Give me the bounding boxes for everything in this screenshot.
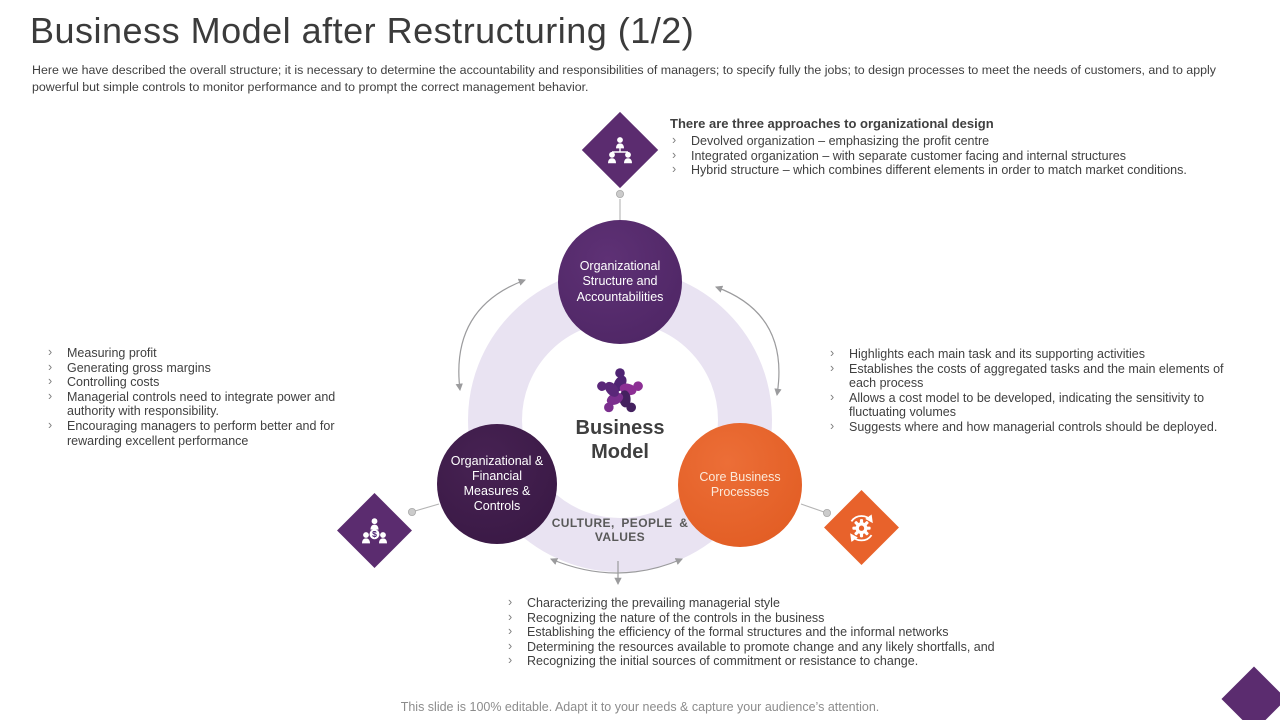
diagram-center-title: Business Model: [575, 417, 665, 463]
list-item-text: Measuring profit: [67, 346, 157, 360]
footer-note: This slide is 100% editable. Adapt it to…: [400, 700, 880, 714]
list-item: › Integrated organization – with separate…: [670, 147, 1230, 164]
list-item: › Devolved organization – emphasizing the…: [670, 133, 1230, 149]
bullet-chevron: ›: [508, 595, 513, 609]
bullet-chevron: ›: [672, 133, 677, 147]
bullet-chevron: ›: [508, 609, 513, 624]
list-item: › Suggests where and how managerial contr…: [828, 418, 1226, 435]
list-item: › Establishes the costs of aggregated tas…: [828, 360, 1226, 391]
list-item-text: Devolved organization – emphasizing the …: [691, 134, 990, 148]
gear-process-icon: [850, 513, 873, 542]
list-item-text: Allows a cost model to be developed, ind…: [849, 390, 1205, 420]
bullet-chevron: ›: [48, 359, 53, 374]
node-label: Organizational Structure and Accountabil…: [576, 259, 664, 304]
connector-dot: [407, 507, 416, 516]
list-item-text: Determining the resources available to p…: [527, 639, 995, 654]
bullet-chevron: ›: [672, 147, 677, 162]
list-item-text: Suggests where and how managerial contro…: [849, 419, 1218, 434]
bullet-chevron: ›: [830, 418, 835, 433]
list-item: › Allows a cost model to be developed, in…: [828, 389, 1226, 420]
list-item: › Establishing the efficiency of the form…: [506, 624, 1006, 640]
diamond-financial-controls: $: [337, 493, 412, 568]
org-chart-icon: [608, 137, 632, 164]
approaches-list: › Devolved organization – emphasizing the…: [670, 133, 1230, 178]
connector-right: [800, 503, 825, 513]
connector-dot: [823, 508, 832, 517]
node-label: Organizational & Financial Measures & Co…: [450, 453, 544, 514]
page-title: Business Model after Restructuring (1/2): [30, 10, 695, 51]
bullet-chevron: ›: [508, 638, 513, 653]
bullet-chevron: ›: [48, 345, 53, 359]
svg-text:$: $: [372, 529, 377, 539]
slide-subtitle: Here we have described the overall struc…: [32, 63, 1216, 94]
list-item-text: Encouraging managers to perform better a…: [67, 418, 335, 448]
right-list: › Highlights each main task and its suppo…: [828, 346, 1226, 435]
bullet-chevron: ›: [508, 624, 513, 639]
diamond-org-design: [581, 111, 659, 189]
bullet-chevron: ›: [48, 417, 53, 432]
diagram-center-subtitle: CULTURE, PEOPLE & VALUES: [551, 516, 689, 545]
list-item: › Controlling costs: [46, 374, 386, 390]
list-item-text: Recognizing the nature of the controls i…: [527, 610, 825, 625]
bullet-chevron: ›: [48, 388, 53, 403]
list-item: › Characterizing the prevailing manageria…: [506, 595, 1006, 611]
list-item-text: Controlling costs: [67, 375, 160, 390]
list-item-text: Managerial controls need to integrate po…: [67, 389, 336, 419]
list-item: › Recognizing the nature of the controls …: [506, 609, 1006, 626]
teamwork-icon: [597, 368, 643, 413]
bullet-chevron: ›: [672, 162, 677, 177]
bottom-list: › Characterizing the prevailing manageria…: [506, 595, 1006, 669]
bullet-chevron: ›: [508, 653, 513, 668]
list-item: › Determining the resources available to …: [506, 638, 1006, 655]
list-item: › Highlights each main task and its suppo…: [828, 346, 1226, 362]
list-item-text: Establishes the costs of aggregated task…: [849, 361, 1224, 391]
bullet-chevron: ›: [830, 360, 835, 375]
bullet-chevron: ›: [830, 346, 835, 360]
node-financial-measures: Organizational & Financial Measures & Co…: [437, 424, 557, 544]
list-item-text: Characterizing the prevailing managerial…: [527, 596, 780, 610]
list-item: › Generating gross margins: [46, 359, 386, 376]
connector-dot: [616, 189, 625, 198]
list-item-text: Hybrid structure – which combines differ…: [691, 163, 1187, 178]
node-core-business-processes: Core Business Processes: [678, 423, 802, 547]
list-item-text: Establishing the efficiency of the forma…: [527, 625, 949, 640]
list-item: › Recognizing the initial sources of comm…: [506, 653, 1006, 669]
list-item-text: Recognizing the initial sources of commi…: [527, 654, 919, 669]
node-organizational-structure: Organizational Structure and Accountabil…: [558, 220, 682, 344]
node-label: Core Business Processes: [699, 469, 781, 499]
list-item-text: Generating gross margins: [67, 360, 211, 375]
list-item: › Hybrid structure – which combines diffe…: [670, 162, 1230, 178]
list-item-text: Integrated organization – with separate …: [691, 148, 1126, 163]
approaches-heading: There are three approaches to organizati…: [670, 116, 994, 131]
list-item: › Measuring profit: [46, 345, 386, 361]
list-item: › Encouraging managers to perform better …: [46, 417, 386, 448]
people-finance-icon: $: [362, 517, 387, 543]
left-list: › Measuring profit › Generating gross marg…: [46, 345, 386, 448]
diamond-core-processes: [824, 490, 899, 565]
approaches-block: There are three approaches to organizati…: [670, 116, 1230, 178]
list-item: › Managerial controls need to integrate p…: [46, 388, 386, 419]
bullet-chevron: ›: [830, 389, 835, 404]
connector-left: [414, 503, 440, 512]
list-item-text: Highlights each main task and its suppor…: [849, 347, 1145, 361]
bullet-chevron: ›: [48, 374, 53, 389]
